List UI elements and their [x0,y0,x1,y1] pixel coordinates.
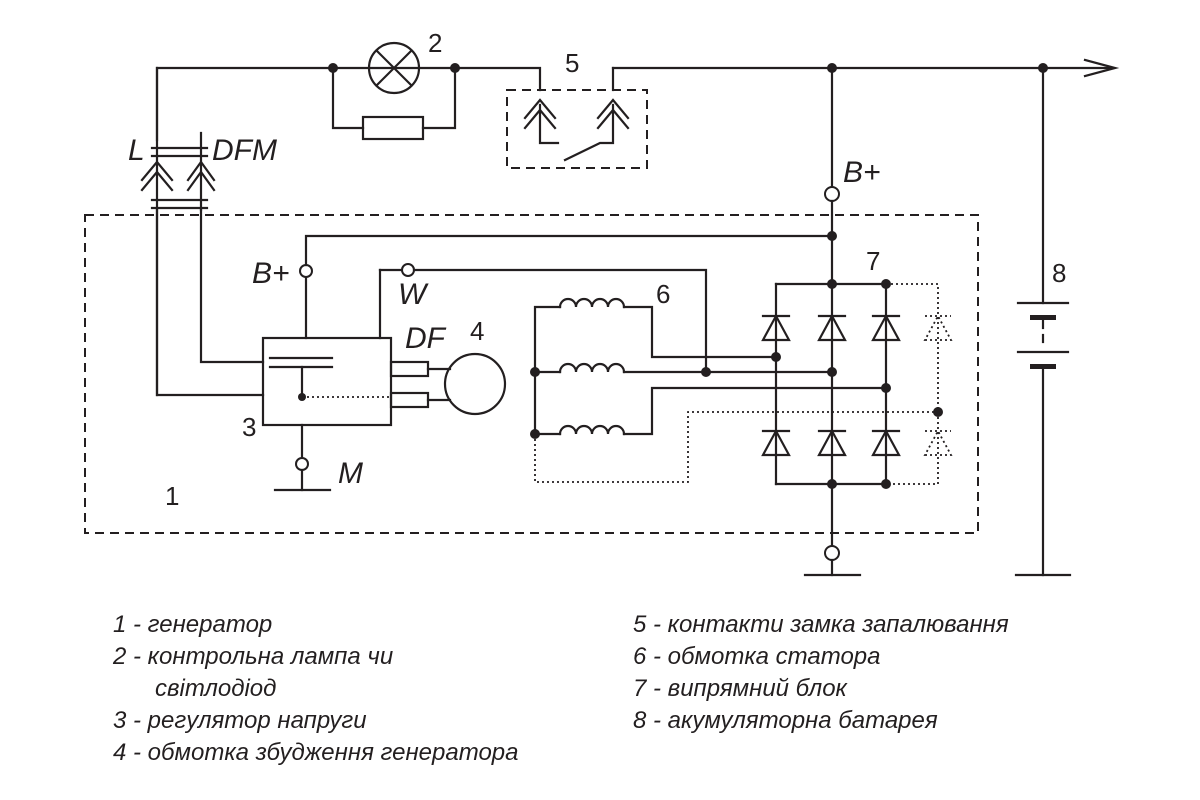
terminal-l-label: L [128,134,145,167]
legend-item-3: 3 - регулятор напруги [113,707,367,734]
excitation-winding [389,352,507,416]
generator-boundary [84,214,979,534]
voltage-regulator [155,208,834,492]
terminal-m-label: M [338,457,363,490]
legend: 1 - генератор 2 - контрольна лампа чи св… [112,611,1009,766]
l-dfm-connector [140,66,216,212]
regulator-b-plus-label: B+ [252,257,290,290]
terminal-dfm-label: DFM [212,134,277,167]
legend-item-6: 6 - обмотка статора [633,643,881,670]
label-7: 7 [866,246,880,276]
legend-item-8: 8 - акумуляторна батарея [633,707,938,734]
battery [1014,63,1072,577]
label-4: 4 [470,316,484,346]
label-5: 5 [565,48,579,78]
legend-item-2: 2 - контрольна лампа чи [112,643,393,670]
b-plus-terminal-label: B+ [843,156,881,189]
label-8: 8 [1052,258,1066,288]
label-1: 1 [165,481,179,511]
label-2: 2 [428,28,442,58]
label-3: 3 [242,412,256,442]
terminal-w-label: W [398,278,429,311]
legend-item-1: 1 - генератор [113,611,272,638]
legend-item-2-continued: світлодіод [155,675,276,702]
legend-item-5: 5 - контакти замка запалювання [633,611,1009,638]
control-lamp [328,41,460,141]
ignition-switch [506,89,648,169]
label-6: 6 [656,279,670,309]
top-supply-line [155,58,1120,397]
legend-item-4: 4 - обмотка збудження генератора [113,739,518,766]
b-plus-output [803,63,862,577]
terminal-df-label: DF [405,322,447,355]
rectifier-bridge [761,231,953,489]
stator-winding [530,297,938,483]
legend-item-7: 7 - випрямний блок [633,675,849,702]
